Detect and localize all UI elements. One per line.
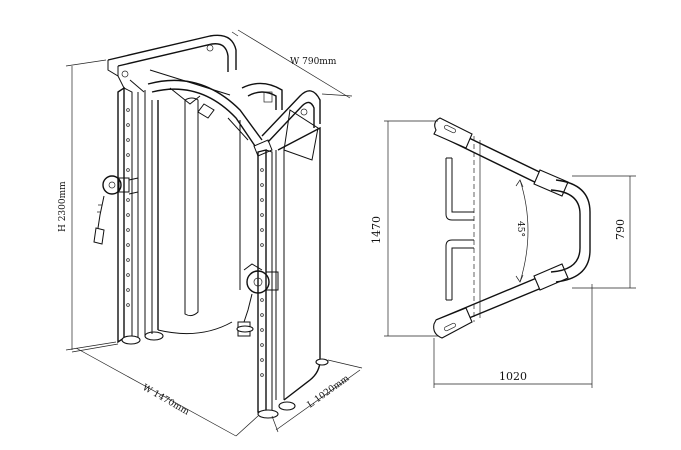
plan-height-label: 1470 (370, 216, 383, 244)
right-column (257, 126, 329, 419)
left-column-holes (126, 108, 130, 307)
plan-width-label: 1020 (499, 370, 527, 383)
plan-angle: 45° (515, 179, 529, 283)
plan-depth-dimension: 790 (572, 175, 636, 289)
plan-curved-bar (550, 179, 591, 283)
right-pulley-assembly (236, 263, 279, 337)
top-width-label: W 790mm (290, 57, 337, 67)
right-top-hoop (241, 82, 283, 110)
left-foot-rear (144, 331, 164, 341)
angle-label: 45° (515, 221, 525, 237)
pullup-bar (147, 79, 263, 147)
plan-width-dimension: 1020 (433, 284, 593, 388)
plan-lower-arm (433, 263, 569, 339)
shroud-foot (315, 358, 329, 366)
plan-center-lines (473, 136, 481, 322)
left-foot (121, 335, 141, 345)
plan-height-dimension: 1470 (370, 120, 438, 337)
plan-upper-arm (433, 117, 569, 197)
top-width-dimension: W 790mm (231, 29, 353, 99)
width-dimension: W 1470mm (71, 343, 259, 437)
right-arm (253, 90, 321, 161)
right-foot (257, 409, 279, 419)
left-column (117, 86, 164, 345)
depth-label: L 1020mm (306, 373, 352, 410)
perspective-view: H 2300mm W 1470mm L 1020mm W 790mm (58, 29, 363, 437)
height-label: H 2300mm (58, 181, 68, 232)
plan-view: 45° 1470 1020 790 (370, 117, 636, 388)
right-foot-rear (278, 401, 296, 411)
top-frame (107, 34, 237, 96)
width-label: W 1470mm (141, 383, 192, 418)
plan-inner-handles (445, 157, 474, 301)
back-shroud (151, 97, 241, 335)
height-dimension: H 2300mm (58, 59, 117, 351)
plan-depth-label: 790 (614, 219, 627, 240)
right-column-holes (260, 168, 264, 377)
left-pulley-assembly (93, 175, 139, 245)
